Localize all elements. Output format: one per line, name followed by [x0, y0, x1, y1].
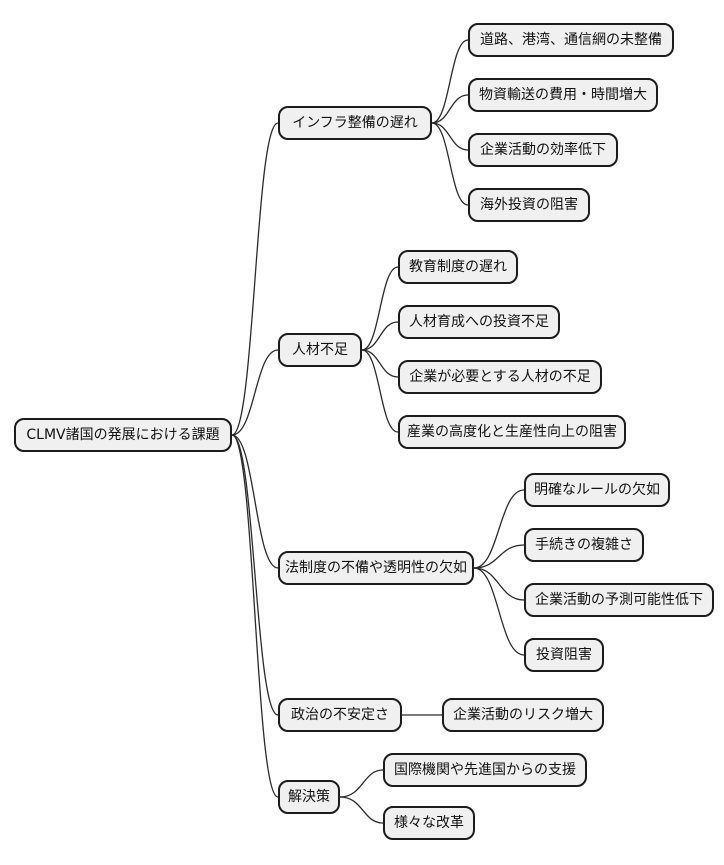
leaf-business-efficiency-decline: 企業活動の効率低下: [468, 133, 618, 167]
root-node: CLMV諸国の発展における課題: [14, 418, 232, 452]
branch-infrastructure: インフラ整備の遅れ: [278, 106, 432, 140]
leaf-education-system-delay: 教育制度の遅れ: [398, 250, 518, 284]
leaf-training-investment-shortage: 人材育成への投資不足: [398, 305, 560, 339]
leaf-foreign-investment-obstruction: 海外投資の阻害: [468, 188, 590, 222]
leaf-business-risk-increase: 企業活動のリスク増大: [442, 698, 604, 732]
leaf-roads-ports-networks: 道路、港湾、通信網の未整備: [468, 23, 674, 57]
branch-political-instability: 政治の不安定さ: [278, 698, 402, 732]
leaf-various-reforms: 様々な改革: [383, 806, 475, 840]
leaf-investment-obstruction: 投資阻害: [524, 638, 604, 672]
branch-solutions: 解決策: [278, 780, 340, 814]
leaf-transport-cost-time: 物資輸送の費用・時間増大: [468, 78, 658, 112]
branch-legal-system: 法制度の不備や透明性の欠如: [278, 551, 474, 585]
leaf-international-support: 国際機関や先進国からの支援: [383, 753, 587, 787]
leaf-needed-talent-shortage: 企業が必要とする人材の不足: [398, 360, 602, 394]
leaf-clear-rules-lack: 明確なルールの欠如: [524, 473, 670, 507]
leaf-industry-productivity-obstruction: 産業の高度化と生産性向上の阻害: [398, 415, 626, 449]
leaf-predictability-decline: 企業活動の予測可能性低下: [524, 583, 714, 617]
branch-human-resources: 人材不足: [278, 333, 362, 367]
leaf-procedure-complexity: 手続きの複雑さ: [524, 528, 644, 562]
